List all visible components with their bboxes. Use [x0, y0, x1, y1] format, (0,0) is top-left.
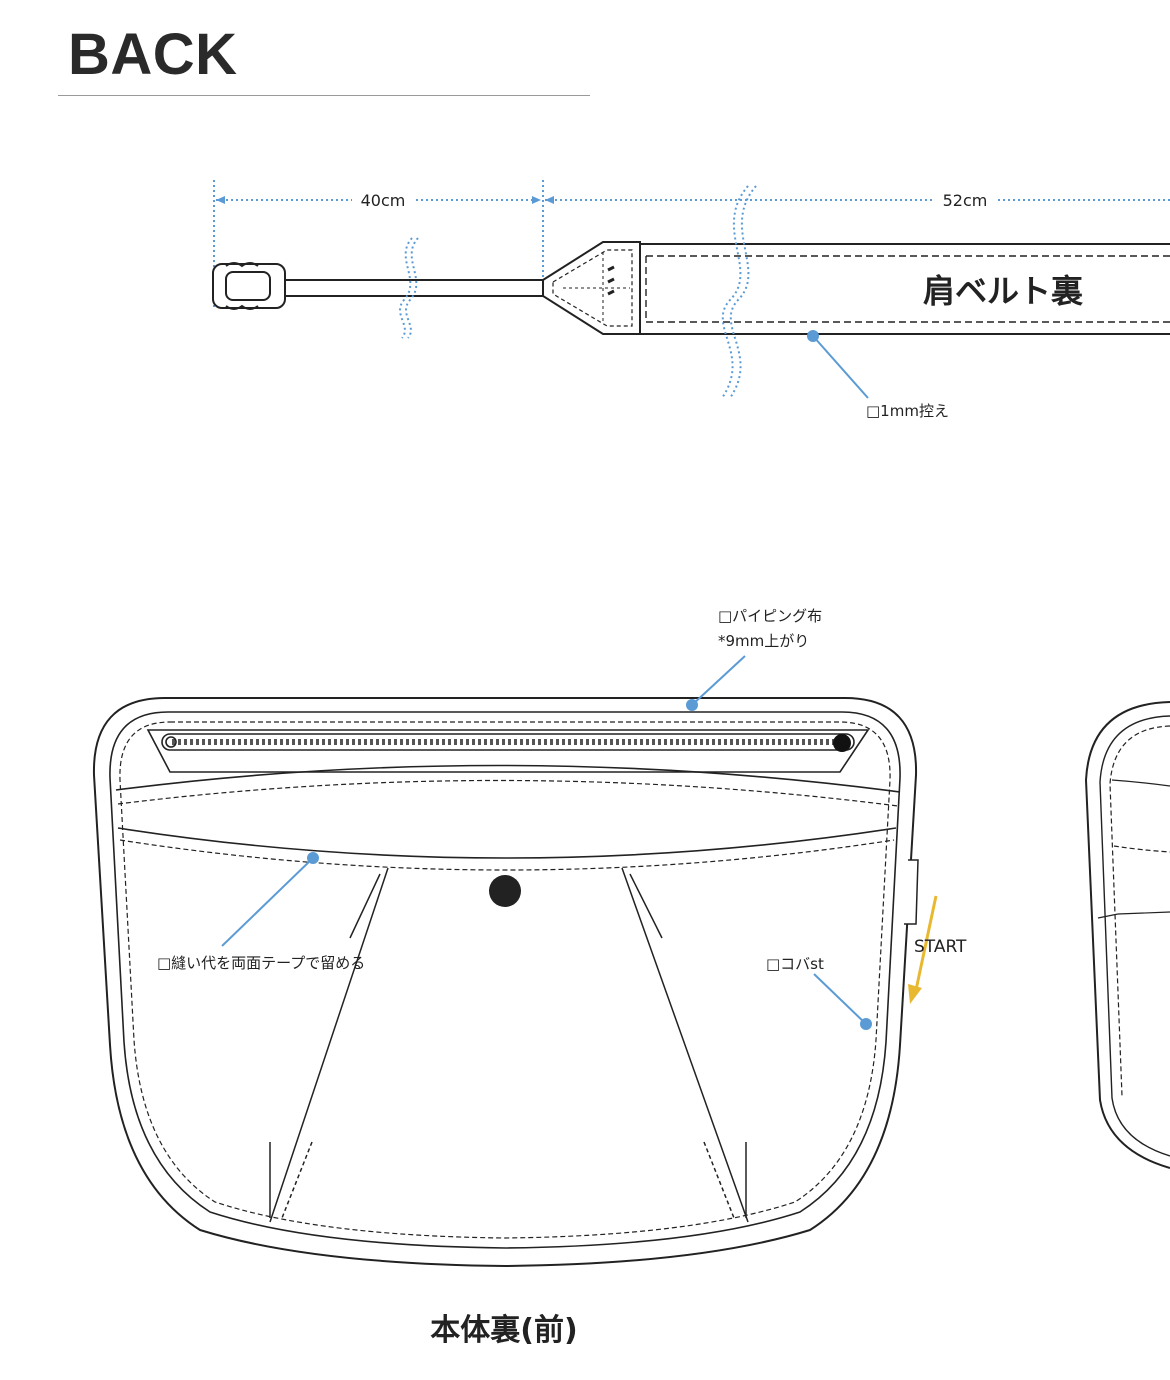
start-arrow [908, 895, 938, 1004]
bag-upper-panel [115, 764, 901, 871]
strap-connector [542, 241, 641, 335]
strap-callout [807, 330, 869, 399]
strap-dimension-line [213, 180, 1170, 310]
edge-stitch-callout [813, 973, 872, 1030]
side-seam-tab [904, 859, 919, 925]
snap-button [489, 875, 521, 907]
bag-body-diagram: START □パイピング布 *9mm上がり □縫い代を両面テープで留める □コバ… [92, 607, 1170, 1348]
piping-subnote: *9mm上がり [718, 632, 809, 650]
strap-cord [284, 279, 546, 297]
title-divider [58, 95, 590, 96]
adjacent-panel-edge [1084, 701, 1170, 1169]
edge-stitch-note: □コバst [766, 955, 824, 973]
strap-break-mark-right [721, 185, 757, 399]
strap-break-mark-left [399, 237, 419, 339]
bag-piping-inner [109, 711, 901, 1249]
bag-stitch-line [119, 721, 891, 1239]
strap-diagram: 40cm 52cm [212, 180, 1170, 420]
bag-zipper [146, 729, 870, 773]
start-label: START [914, 937, 967, 957]
shoulder-belt [639, 243, 1170, 335]
strap-buckle [212, 262, 286, 310]
bag-pleat-lines [269, 867, 749, 1223]
piping-note: □パイピング布 [718, 607, 822, 625]
shoulder-belt-label: 肩ベルト裏 [923, 272, 1084, 310]
page-title: BACK [68, 22, 238, 87]
seam-note: □縫い代を両面テープで留める [157, 954, 365, 972]
strap-dim-left-label: 40cm [361, 191, 406, 210]
seam-callout [221, 852, 319, 947]
bag-outline [92, 697, 918, 1268]
bag-body-caption: 本体裏(前) [430, 1313, 577, 1348]
strap-callout-note: □1mm控え [866, 402, 949, 420]
strap-dim-right-label: 52cm [943, 191, 988, 210]
piping-callout [686, 655, 746, 711]
